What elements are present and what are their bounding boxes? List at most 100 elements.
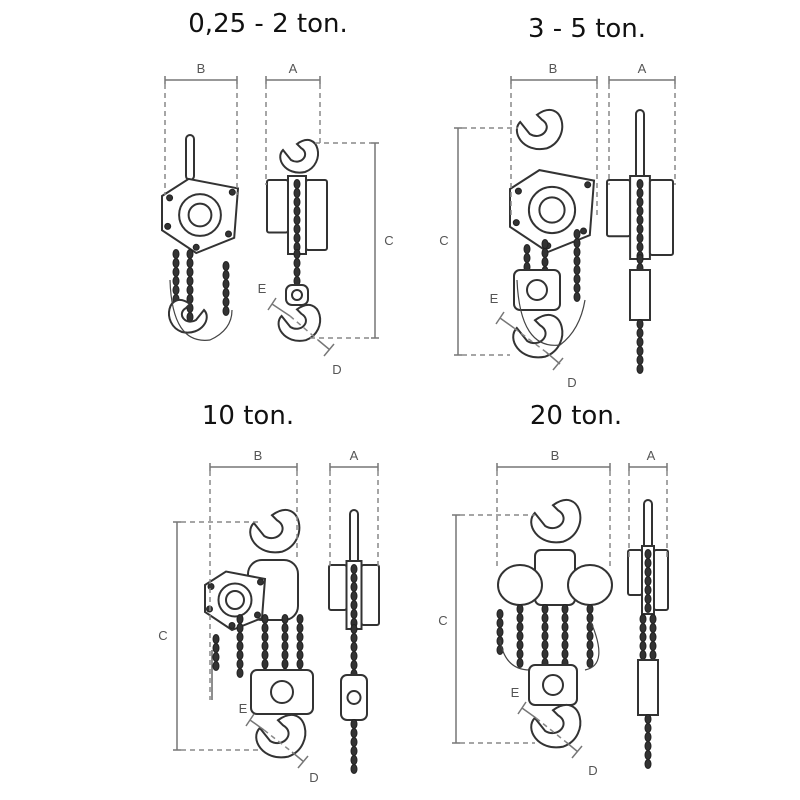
- chain-link: [516, 658, 524, 668]
- bolt: [580, 227, 587, 235]
- chain-link: [644, 714, 652, 724]
- chain-link: [644, 723, 652, 733]
- chain-link: [296, 659, 304, 669]
- brake-cover: [627, 549, 643, 596]
- chain-link: [186, 276, 194, 286]
- chain-link: [636, 355, 644, 365]
- chain-link: [516, 622, 524, 632]
- chain-link: [172, 258, 180, 268]
- dimension-lines: [454, 76, 676, 371]
- chain-link: [636, 346, 644, 356]
- wheel-hub: [538, 196, 566, 224]
- chain-link: [496, 627, 504, 637]
- chain-link: [516, 604, 524, 614]
- top-hook-shank: [635, 109, 645, 181]
- chain-link: [222, 261, 230, 271]
- top-hook-shank: [185, 134, 195, 181]
- panel-title: 20 ton.: [530, 401, 622, 431]
- chain-link: [293, 224, 301, 234]
- hand-chain-loop: [169, 279, 233, 341]
- hook-icon: [255, 713, 307, 759]
- chain-link: [516, 613, 524, 623]
- chain-link: [649, 632, 657, 642]
- hook-icon: [530, 498, 582, 544]
- chain-link: [350, 651, 358, 661]
- chain-link: [236, 623, 244, 633]
- chain-link: [573, 274, 581, 284]
- chain-link: [639, 632, 647, 642]
- chain-link: [649, 614, 657, 624]
- brake-cover: [328, 564, 348, 611]
- wheel-hub: [225, 590, 245, 610]
- chain-link: [172, 267, 180, 277]
- chain-link: [350, 582, 358, 592]
- dimension-label-b: B: [551, 448, 560, 463]
- chain-link: [222, 279, 230, 289]
- chain-link: [644, 732, 652, 742]
- sheave: [526, 279, 548, 301]
- chain-link: [644, 576, 652, 586]
- chain-link: [586, 631, 594, 641]
- chain-link: [644, 585, 652, 595]
- brake-cover: [266, 179, 289, 234]
- chain-link: [296, 632, 304, 642]
- dimension-lines: [452, 463, 668, 759]
- panel-title: 0,25 - 2 ton.: [188, 9, 347, 39]
- brake-cover: [606, 179, 632, 238]
- chain-link: [541, 239, 549, 249]
- bolt: [257, 578, 264, 586]
- sheave: [270, 680, 294, 704]
- hand-chain-loop: [499, 619, 600, 671]
- bolt: [228, 188, 236, 196]
- hoist-drawings: [161, 108, 675, 774]
- chain-link: [293, 249, 301, 259]
- chain-link: [561, 649, 569, 659]
- dimension-label-e: E: [490, 291, 499, 306]
- chain-link: [236, 650, 244, 660]
- chain-link: [281, 650, 289, 660]
- chain-link: [293, 197, 301, 207]
- chain-link: [541, 640, 549, 650]
- chain-link: [172, 276, 180, 286]
- gear-cover: [653, 549, 669, 611]
- chain-link: [281, 632, 289, 642]
- chain-link: [573, 229, 581, 239]
- bolt: [512, 219, 520, 227]
- chain-link: [296, 614, 304, 624]
- dimension-label-a: A: [289, 61, 298, 76]
- chain-link: [212, 634, 220, 644]
- chain-link: [636, 254, 644, 264]
- chain-link: [496, 618, 504, 628]
- chain-link: [516, 640, 524, 650]
- chain-link: [573, 256, 581, 266]
- gear-cover: [360, 564, 380, 626]
- chain-link: [586, 640, 594, 650]
- chain-link: [350, 737, 358, 747]
- hook-icon: [512, 313, 564, 359]
- dimension-label-e: E: [511, 685, 520, 700]
- bolt: [254, 611, 261, 619]
- chain-link: [644, 750, 652, 760]
- gear-housing-left: [497, 564, 543, 606]
- chain-link: [222, 297, 230, 307]
- dimension-label-d: D: [588, 763, 597, 778]
- dimension-label-c: C: [158, 628, 167, 643]
- dimension-label-c: C: [384, 233, 393, 248]
- chain-link: [541, 257, 549, 267]
- bottom-block: [637, 659, 659, 716]
- chain-link: [350, 660, 358, 670]
- chain-link: [186, 312, 194, 322]
- chain-link: [636, 206, 644, 216]
- dimension-label-a: A: [638, 61, 647, 76]
- hook-icon: [515, 108, 564, 151]
- dimension-label-b: B: [549, 61, 558, 76]
- chain-link: [573, 247, 581, 257]
- chain-link: [639, 623, 647, 633]
- dimension-label-c: C: [439, 233, 448, 248]
- chain-link: [293, 267, 301, 277]
- chain-link: [636, 179, 644, 189]
- hook-icon: [277, 304, 322, 342]
- chain-link: [573, 292, 581, 302]
- chain-link: [573, 238, 581, 248]
- bolt: [584, 181, 592, 189]
